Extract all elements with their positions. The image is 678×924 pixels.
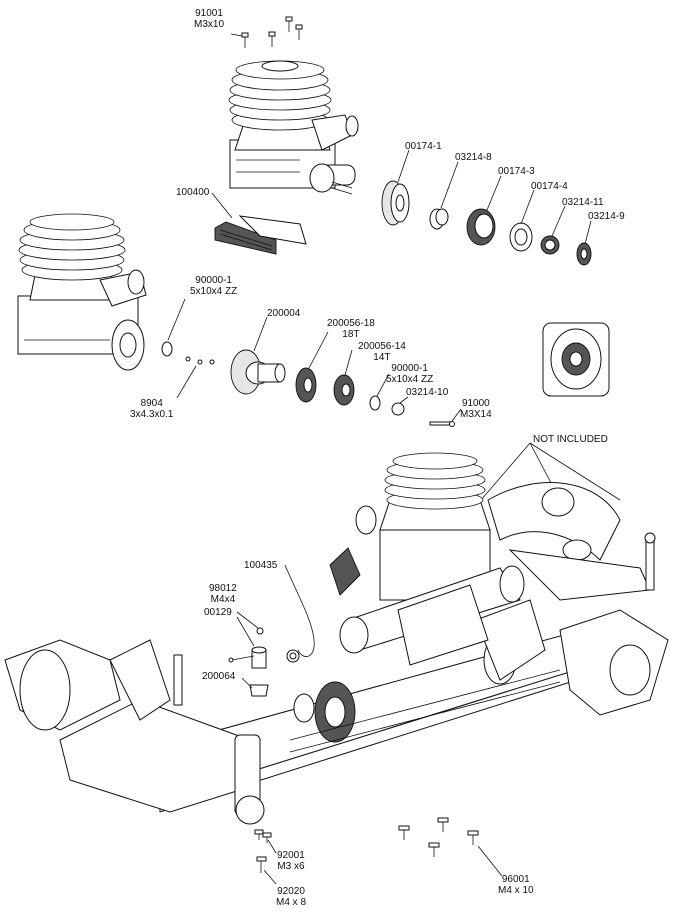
exhaust-not-included — [487, 482, 656, 601]
part-size: M3X14 — [460, 409, 492, 420]
part-number: 91000 — [461, 398, 490, 409]
part-number: 03214-9 — [588, 211, 625, 222]
part-size: 14T — [373, 352, 391, 363]
chassis-assembly — [4, 599, 669, 825]
part-size: M3x10 — [194, 19, 225, 30]
heat-sink-100400 — [214, 215, 307, 255]
inset-clutch-detail — [542, 322, 610, 397]
label-03214-11: 03214-11 — [562, 197, 604, 208]
part-number: 200056-18 — [327, 318, 375, 329]
engine-top — [228, 60, 359, 195]
part-number: 98012 — [209, 583, 237, 594]
leader-lines-row-1 — [397, 149, 592, 245]
part-size: 18T — [342, 329, 360, 340]
part-number: 100400 — [176, 187, 210, 198]
part-size: M4 x 8 — [276, 897, 307, 908]
part-number: 00129 — [204, 607, 232, 618]
part-number: 91001 — [195, 8, 223, 19]
part-number: 00174-1 — [405, 141, 442, 152]
engine-chassis — [329, 452, 525, 666]
leader-lines-fuel — [236, 611, 259, 689]
part-size: 5x10x4 ZZ — [190, 286, 238, 297]
label-200004: 200004 — [267, 308, 300, 319]
note-text: NOT INCLUDED — [533, 434, 608, 445]
label-03214-9: 03214-9 — [588, 211, 625, 222]
label-00174-4: 00174-4 — [531, 181, 568, 192]
label-200064: 200064 — [202, 671, 235, 682]
label-00129: 00129 — [204, 607, 232, 618]
part-number: 90000-1 — [391, 363, 428, 374]
label-03214-8: 03214-8 — [455, 152, 492, 163]
part-number: 03214-11 — [562, 197, 604, 208]
label-100400: 100400 — [176, 187, 209, 198]
clutch-row-1 — [381, 180, 592, 266]
part-number: 00174-3 — [498, 166, 535, 177]
part-size: M4x4 — [210, 594, 236, 605]
part-number: 96001 — [501, 874, 530, 885]
part-number: 200064 — [202, 671, 236, 682]
part-number: 90000-1 — [195, 275, 232, 286]
part-size: M3 x6 — [277, 861, 305, 872]
part-number: 200056-14 — [358, 341, 406, 352]
label-00174-3: 00174-3 — [498, 166, 535, 177]
part-number: 03214-8 — [455, 152, 492, 163]
part-number: 100435 — [244, 560, 278, 571]
label-100435: 100435 — [244, 560, 277, 571]
clutch-row-2 — [161, 341, 455, 427]
part-number: 92020 — [277, 886, 305, 897]
label-00174-1: 00174-1 — [405, 141, 442, 152]
part-number: 200004 — [267, 308, 301, 319]
engine-left — [17, 213, 147, 371]
part-number: 03214-10 — [406, 387, 449, 398]
part-size: 3x4.3x0.1 — [130, 409, 174, 420]
part-number: 92001 — [277, 850, 305, 861]
part-number: 00174-4 — [531, 181, 568, 192]
screw-set-91001 — [241, 16, 303, 48]
fuel-line-parts — [228, 564, 315, 697]
part-size: M4 x 10 — [498, 885, 534, 896]
label-not-included: NOT INCLUDED — [533, 434, 608, 445]
screws-92001-92020 — [254, 829, 272, 873]
part-number: 8904 — [140, 398, 163, 409]
label-03214-10: 03214-10 — [406, 387, 448, 398]
leader-lines-row-2 — [167, 298, 462, 422]
screws-96001 — [398, 817, 479, 857]
part-size: 5x10x4 ZZ — [386, 374, 434, 385]
